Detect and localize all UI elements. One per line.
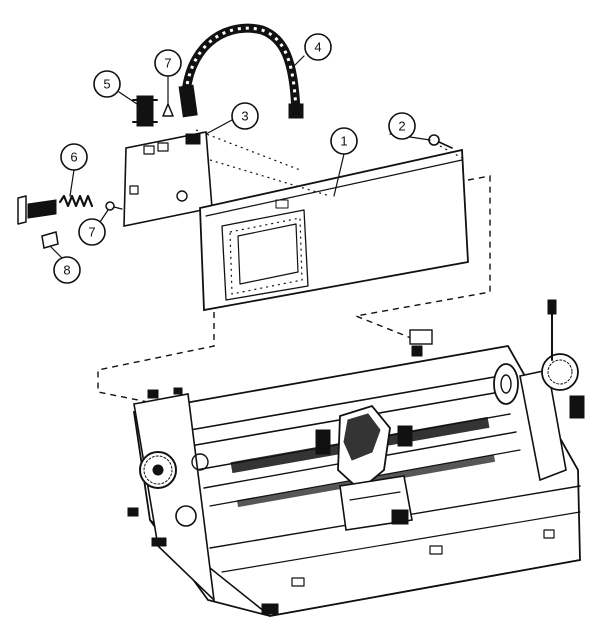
part-screw-lower: [105, 201, 123, 211]
callouts: 1 2 3 4 5 6 7 7 8: [53, 33, 416, 284]
callout-4: 4: [304, 33, 332, 61]
callout-7-lower: 7: [78, 218, 106, 246]
part-cover-panel: [199, 148, 469, 312]
callout-1-label: 1: [340, 134, 347, 149]
callout-7-upper: 7: [154, 49, 182, 77]
callout-2: 2: [388, 112, 416, 140]
callout-5: 5: [93, 70, 121, 98]
callout-8-label: 8: [63, 263, 70, 278]
callout-3: 3: [231, 102, 259, 130]
part-connector: [132, 95, 158, 127]
callout-5-label: 5: [103, 77, 110, 92]
callout-7-lower-label: 7: [88, 225, 95, 240]
callout-6: 6: [60, 143, 88, 171]
callout-2-label: 2: [398, 119, 405, 134]
part-circuit-board: [123, 131, 213, 227]
part-tab: [41, 231, 59, 249]
callout-4-label: 4: [314, 40, 321, 55]
callout-leaders: [49, 55, 431, 259]
callout-6-label: 6: [70, 150, 77, 165]
printer-mechanism: [127, 299, 585, 617]
callout-8: 8: [53, 256, 81, 284]
callout-1: 1: [330, 127, 358, 155]
part-spring-bracket: [17, 194, 94, 225]
assembly-guides: [97, 129, 491, 403]
callout-3-label: 3: [241, 109, 248, 124]
callout-7-upper-label: 7: [164, 56, 171, 71]
part-ribbon-cable: [178, 23, 304, 119]
part-clip-upper: [162, 95, 174, 117]
